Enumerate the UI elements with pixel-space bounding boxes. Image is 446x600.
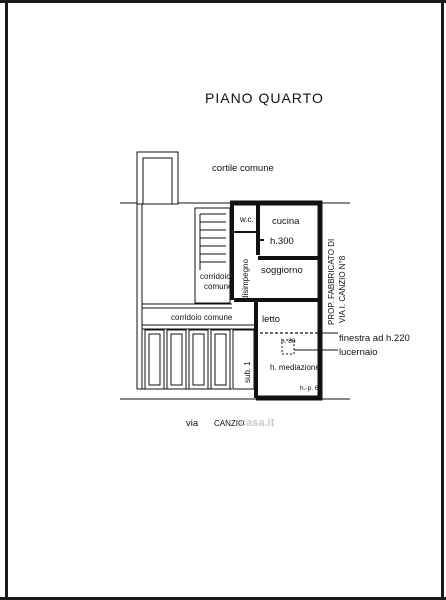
frame-bottom-border xyxy=(0,597,446,600)
frame-right-border xyxy=(441,0,444,600)
label-disimpegno: disimpegno xyxy=(241,259,250,300)
plan-title: PIANO QUARTO xyxy=(205,90,324,106)
left-building xyxy=(136,204,232,390)
label-finestra: finestra ad h.220 xyxy=(339,333,410,344)
label-h-mediazione: h. mediazione xyxy=(270,363,320,372)
frame-top-border xyxy=(0,0,446,3)
label-sub: sub. 1 xyxy=(243,361,252,383)
label-corridoio-2: comune xyxy=(204,282,233,291)
label-small-2: h. 80 xyxy=(281,338,296,345)
label-corridoio-comune: corridoio comune xyxy=(171,313,233,322)
label-soggiorno: soggiorno xyxy=(261,265,303,276)
storage-cells xyxy=(144,329,255,390)
label-cucina: cucina xyxy=(272,216,300,227)
label-cortile: cortile comune xyxy=(212,163,274,174)
courtyard-balcony xyxy=(136,151,179,205)
label-wc: w.c. xyxy=(239,215,254,224)
label-prop-1: PROP. FABBRICATO DI xyxy=(327,239,336,325)
frame-left-border xyxy=(5,0,8,600)
label-h300: h.300 xyxy=(270,236,294,247)
skylight xyxy=(281,339,295,355)
label-small-1: h.-p. 60 xyxy=(300,385,322,392)
watermark-logo: casa.it xyxy=(240,417,275,429)
label-prop-2: VIA I. CANZIO N°8 xyxy=(338,255,347,323)
label-corridoio-1: corridoio xyxy=(200,272,231,281)
common-corridor xyxy=(142,303,256,330)
label-via: via xyxy=(186,418,199,429)
apartment-walls xyxy=(230,200,323,401)
label-letto: letto xyxy=(262,314,280,325)
label-lucernaio: lucernaio xyxy=(339,347,378,358)
label-street-name: CANZIO xyxy=(214,419,244,428)
